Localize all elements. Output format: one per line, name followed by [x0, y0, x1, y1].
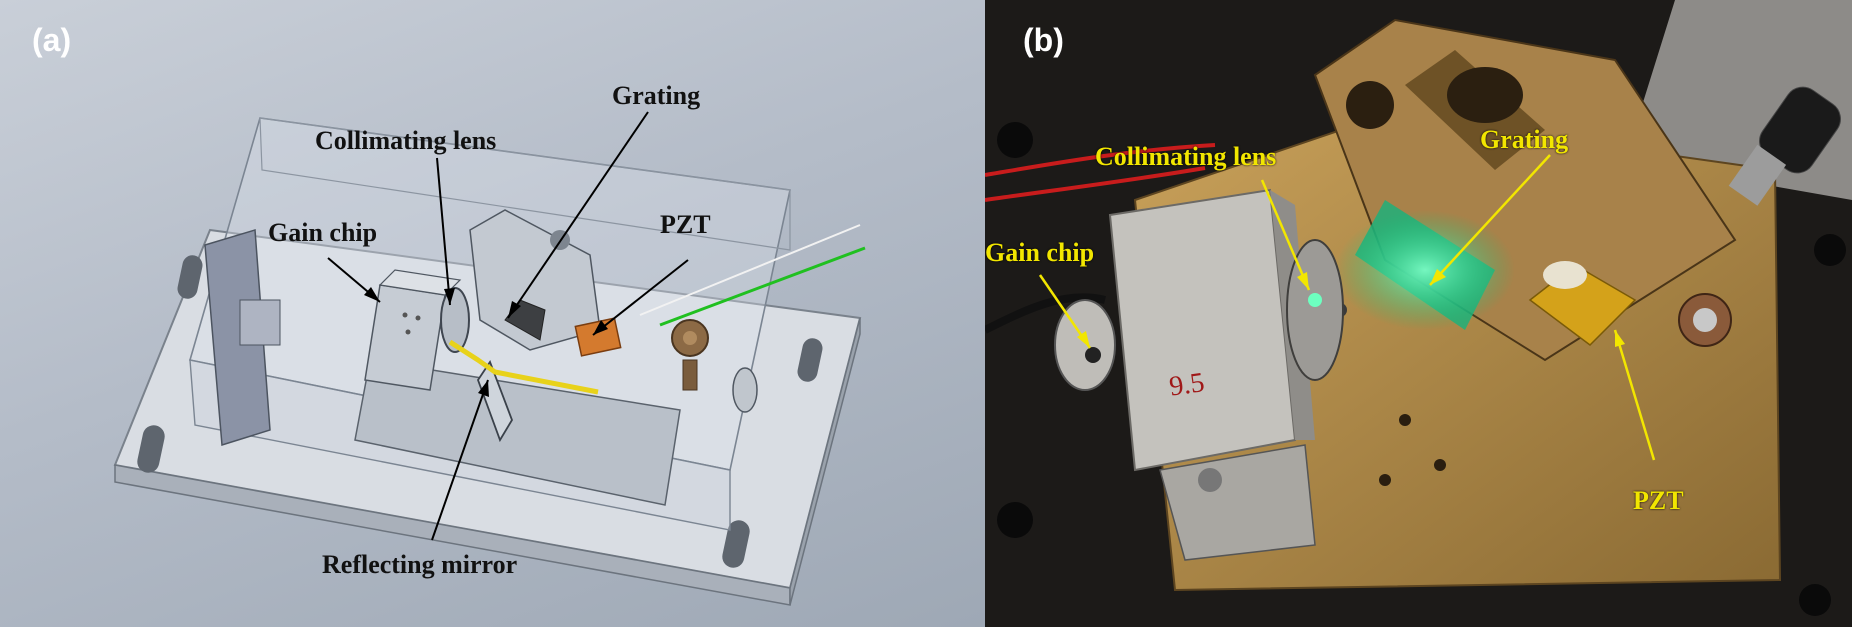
label-gain-chip-b: Gain chip	[985, 238, 1095, 267]
photo-drawing: 9.5	[985, 0, 1852, 627]
bulkhead-connector	[732, 367, 758, 413]
label-grating-b: Grating	[1480, 125, 1569, 154]
mount-slot	[797, 338, 823, 382]
label-gain-chip-a: Gain chip	[268, 218, 378, 247]
beam-path	[448, 339, 599, 395]
label-collimating-lens-b: Collimating lens	[1095, 142, 1277, 171]
leader-pzt-b	[1613, 329, 1656, 461]
mount-slot	[137, 425, 165, 473]
aluminum-mount	[1108, 188, 1297, 472]
label-collimating-lens-a: Collimating lens	[315, 126, 497, 155]
panel-b-photo: 9.5 (b) Collimating lens Grating Gain ch…	[985, 0, 1852, 627]
panel-b-label: (b)	[1023, 22, 1064, 58]
leader-grating-b	[1429, 154, 1551, 286]
support-block	[354, 359, 681, 506]
leader-grating	[507, 111, 649, 319]
label-pzt-b: PZT	[1633, 486, 1684, 515]
leader-reflecting-mirror	[431, 379, 489, 541]
connector-board	[204, 229, 271, 446]
label-pzt-a: PZT	[660, 210, 711, 239]
leader-collimating-lens	[436, 157, 451, 306]
cad-drawing	[113, 111, 866, 606]
label-grating-a: Grating	[612, 81, 701, 110]
mount-slot	[722, 520, 750, 568]
fiber-green	[659, 246, 866, 327]
leader-pzt	[592, 259, 689, 336]
leader-collimating-lens-b	[1260, 179, 1311, 291]
mount-slot	[177, 255, 203, 299]
fiber-white	[639, 224, 861, 316]
gain-chip-holder	[1054, 299, 1116, 391]
label-reflecting-mirror-a: Reflecting mirror	[322, 550, 518, 579]
red-wire	[985, 143, 1216, 177]
panel-a-cad-model: (a) Grating Collimating lens Gain chip P…	[0, 0, 985, 627]
mount-marking: 9.5	[1167, 367, 1206, 403]
panel-a-label: (a)	[32, 22, 72, 58]
pzt-actuator	[574, 317, 622, 357]
